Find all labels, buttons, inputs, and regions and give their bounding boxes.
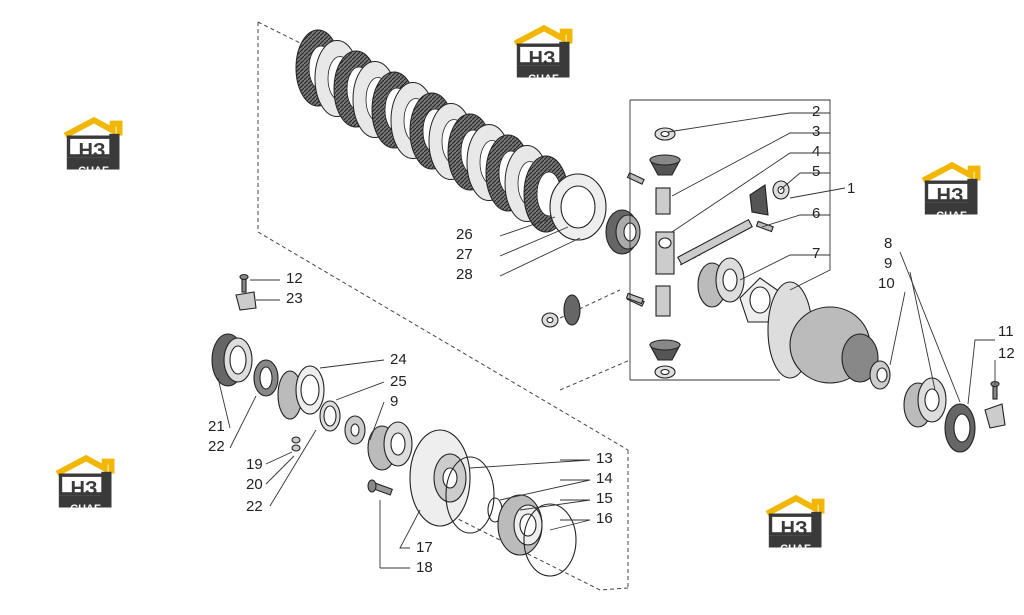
clutch-disc-pack [295, 29, 569, 233]
part-number-label: 10 [878, 275, 895, 292]
logo-initials: НЗ [781, 518, 808, 540]
part-number-label: 28 [456, 266, 473, 283]
washer-small [344, 415, 366, 445]
o-ring-large [523, 503, 577, 577]
shim-pair [291, 436, 301, 452]
differential-internals [541, 127, 790, 379]
part-number-label: 14 [596, 470, 613, 487]
watermark-logo: НЗ СНАБ [767, 498, 821, 555]
part-number-label: 23 [286, 290, 303, 307]
part-number-label: 3 [812, 123, 820, 140]
ring-nut-right [944, 403, 976, 453]
logo-word: СНАБ [70, 503, 102, 515]
ring-nut-left [211, 333, 253, 387]
part-number-label: 15 [596, 490, 613, 507]
part-number-label: 6 [812, 205, 820, 222]
bearing-cup [277, 365, 325, 420]
logo-word: СНАБ [780, 543, 812, 555]
logo-word: СНАБ [528, 73, 560, 85]
part-number-label: 20 [246, 476, 263, 493]
lock-plate-left [235, 273, 257, 311]
seal-left [253, 359, 279, 397]
part-number-label: 17 [416, 539, 433, 556]
part-number-label: 12 [286, 270, 303, 287]
part-number-label: 22 [208, 438, 225, 455]
part-number-label: 5 [812, 163, 820, 180]
logo-initials: НЗ [71, 478, 98, 500]
part-number-label: 9 [884, 255, 892, 272]
differential-housing [767, 281, 891, 390]
part-number-label: 8 [884, 235, 892, 252]
pressure-ring [549, 173, 607, 241]
part-number-label: 26 [456, 226, 473, 243]
logo-word: СНАБ [78, 165, 110, 177]
splined-hub [605, 209, 641, 255]
part-number-label: 22 [246, 498, 263, 515]
spacer-ring [319, 400, 341, 432]
leader-lines [217, 99, 996, 569]
watermark-logo: НЗ СНАБ [57, 458, 111, 515]
part-number-label: 7 [812, 245, 820, 262]
logo-initials: НЗ [529, 48, 556, 70]
logo-initials: НЗ [937, 185, 964, 207]
logo-word: СНАБ [936, 210, 968, 222]
piston [497, 494, 543, 556]
part-number-label: 13 [596, 450, 613, 467]
bolt-lower [367, 479, 394, 496]
part-number-label: 2 [812, 103, 820, 120]
watermark-logo: НЗ СНАБ [923, 165, 977, 222]
bearing-upper [697, 257, 745, 308]
part-number-label: 18 [416, 559, 433, 576]
part-number-label: 1 [847, 180, 855, 197]
watermark-logo: НЗ СНАБ [515, 28, 569, 85]
part-number-label: 25 [390, 373, 407, 390]
flange-plate [409, 429, 471, 527]
part-number-callouts: 1234567891011121213141516171819202122222… [208, 103, 1015, 576]
watermark-logo: НЗ СНАБ [65, 120, 119, 177]
lock-plate-right [984, 380, 1006, 429]
part-number-label: 21 [208, 418, 225, 435]
part-number-label: 24 [390, 351, 407, 368]
part-number-label: 12 [998, 345, 1015, 362]
part-number-label: 19 [246, 456, 263, 473]
bearing-right [903, 377, 947, 428]
part-number-label: 9 [390, 393, 398, 410]
part-number-label: 27 [456, 246, 473, 263]
watermark-logos: НЗ СНАБ НЗ СНАБ НЗ СНАБ НЗ СНАБ НЗ СНАБ [57, 28, 977, 555]
flange-gasket [445, 456, 495, 534]
part-number-label: 11 [998, 323, 1014, 340]
bearing-left [367, 421, 413, 471]
part-number-label: 4 [812, 143, 820, 160]
part-number-label: 16 [596, 510, 613, 527]
logo-initials: НЗ [79, 140, 106, 162]
